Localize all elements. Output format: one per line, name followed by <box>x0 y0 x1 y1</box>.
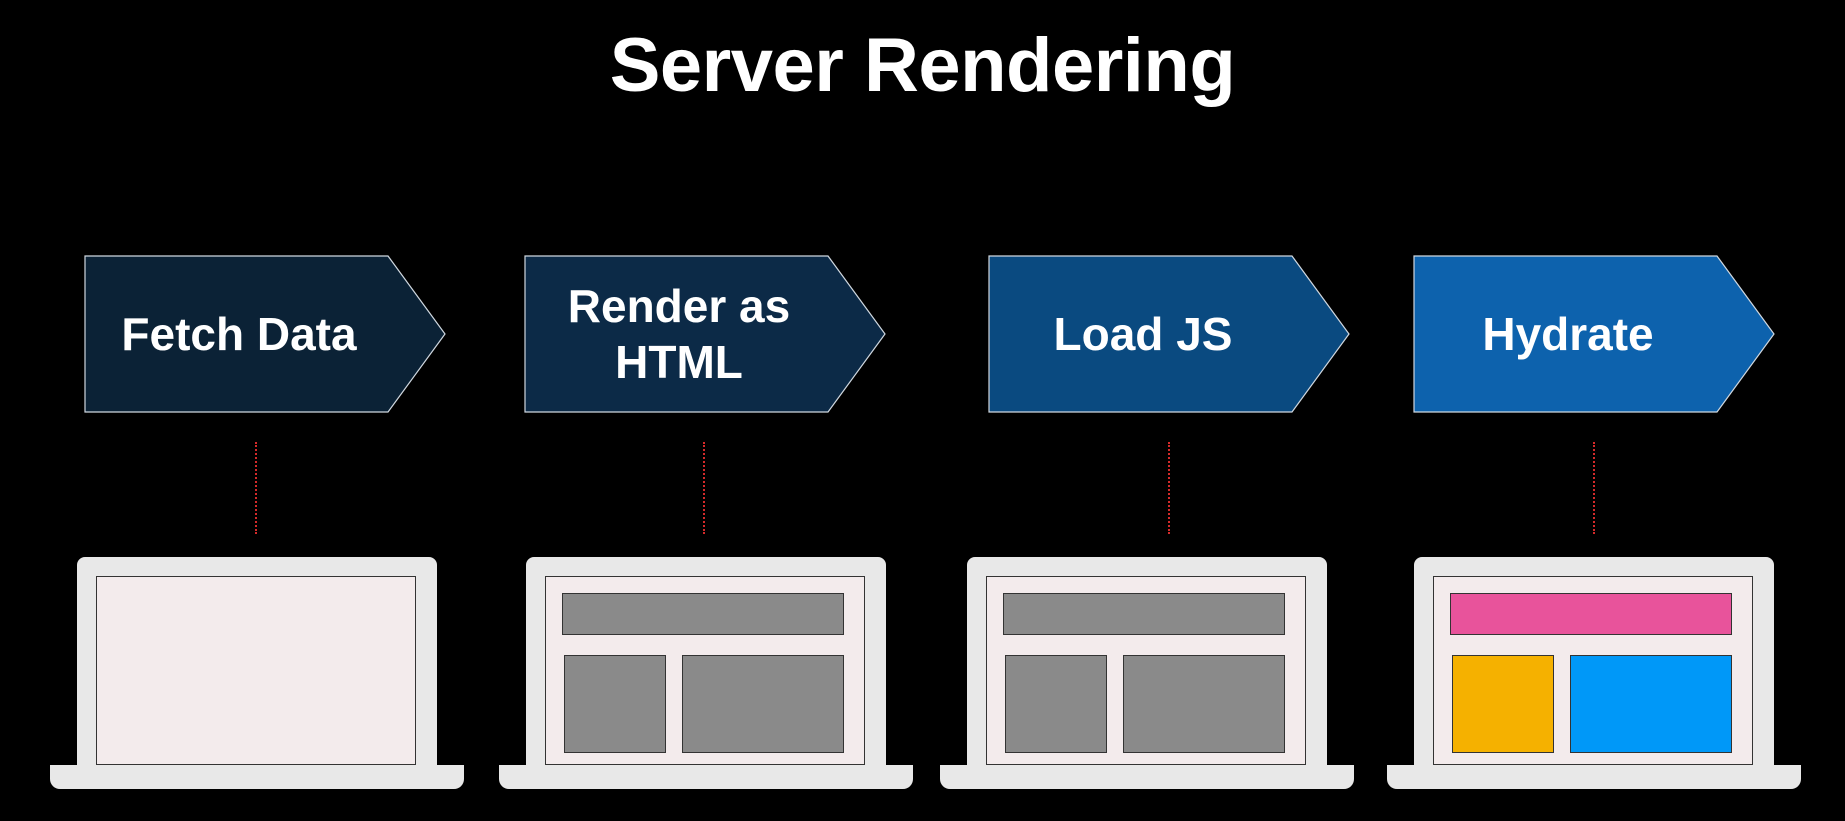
step-label: Hydrate <box>1482 308 1654 360</box>
laptop-blank <box>50 557 464 789</box>
step-label: Fetch Data <box>121 308 357 360</box>
arrow-shape <box>988 255 1350 413</box>
step-render-as-html: Render as HTML <box>524 255 887 413</box>
laptop-lid <box>526 557 886 767</box>
laptop-lid <box>1414 557 1774 767</box>
sidebar-block <box>1452 655 1554 753</box>
arrow-shape <box>84 255 446 413</box>
step-fetch-data: Fetch Data <box>84 255 447 413</box>
step-label: Load JS <box>1053 308 1233 360</box>
laptop-base <box>499 765 913 789</box>
sidebar-block <box>1005 655 1107 753</box>
header-block <box>562 593 844 635</box>
laptop-base <box>1387 765 1801 789</box>
laptop-screen <box>545 576 865 765</box>
connector-line <box>703 442 705 534</box>
connector-line <box>255 442 257 534</box>
connector-line <box>1168 442 1170 534</box>
laptop-screen <box>96 576 416 765</box>
step-label: Render as HTML <box>567 280 791 388</box>
header-block <box>1003 593 1285 635</box>
laptop-screen <box>986 576 1306 765</box>
laptop-base <box>50 765 464 789</box>
step-load-js: Load JS <box>988 255 1351 413</box>
laptop-lid <box>77 557 437 767</box>
laptop-gray-layout <box>940 557 1354 789</box>
laptop-gray-layout <box>499 557 913 789</box>
laptop-lid <box>967 557 1327 767</box>
header-block <box>1450 593 1732 635</box>
content-block <box>1123 655 1285 753</box>
step-hydrate: Hydrate <box>1413 255 1776 413</box>
arrow-shape <box>1413 255 1775 413</box>
laptop-hydrated-layout <box>1387 557 1801 789</box>
laptop-base <box>940 765 1354 789</box>
page-title: Server Rendering <box>609 23 1236 108</box>
content-block <box>1570 655 1732 753</box>
laptop-screen <box>1433 576 1753 765</box>
content-block <box>682 655 844 753</box>
sidebar-block <box>564 655 666 753</box>
arrow-shape <box>524 255 886 413</box>
connector-line <box>1593 442 1595 534</box>
